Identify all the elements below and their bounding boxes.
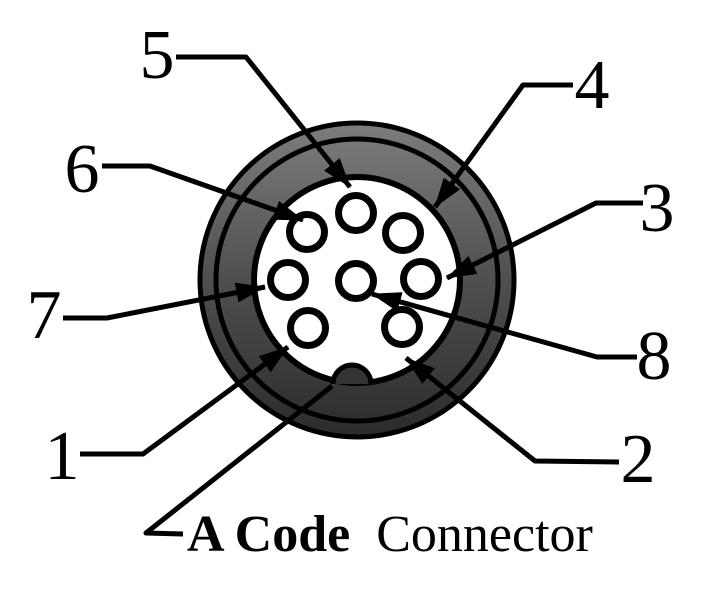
leader-line-caption bbox=[143, 384, 334, 537]
pin-label-3: 3 bbox=[640, 170, 675, 247]
pin-5 bbox=[335, 192, 377, 234]
leader-line-pin-5 bbox=[176, 54, 352, 189]
caption-bold-text: A Code bbox=[187, 506, 350, 563]
pin-3 bbox=[400, 258, 442, 300]
leader-line-pin-1 bbox=[80, 344, 290, 457]
pin-label-2: 2 bbox=[621, 421, 656, 498]
pin-4 bbox=[382, 212, 424, 254]
leader-line-pin-4 bbox=[432, 82, 573, 209]
connector-coupling-ring bbox=[213, 136, 501, 424]
leader-line-pin-7 bbox=[63, 282, 266, 321]
pin-label-1: 1 bbox=[45, 418, 80, 495]
pin-labels: 5 6 7 1 4 3 8 2 bbox=[27, 17, 675, 498]
pin-label-5: 5 bbox=[140, 17, 175, 94]
leader-line-pin-3 bbox=[445, 200, 643, 281]
caption-regular-text: Connector bbox=[376, 506, 593, 563]
pin-7 bbox=[267, 259, 309, 301]
pin-2 bbox=[381, 306, 423, 348]
pin-1 bbox=[287, 307, 329, 349]
keying-notch bbox=[330, 362, 374, 385]
pin-8 bbox=[335, 260, 377, 302]
pin-label-4: 4 bbox=[575, 47, 610, 124]
pin-label-7: 7 bbox=[27, 277, 62, 354]
pin-holes bbox=[267, 192, 442, 349]
leader-line-pin-2 bbox=[404, 356, 620, 465]
caption: A Code Connector bbox=[187, 506, 593, 563]
leader-line-pin-8 bbox=[371, 291, 637, 360]
leader-line-pin-6 bbox=[102, 163, 304, 223]
pin-6 bbox=[286, 211, 328, 253]
leader-lines bbox=[63, 54, 643, 537]
pin-label-8: 8 bbox=[637, 318, 672, 395]
pin-label-6: 6 bbox=[65, 131, 100, 208]
